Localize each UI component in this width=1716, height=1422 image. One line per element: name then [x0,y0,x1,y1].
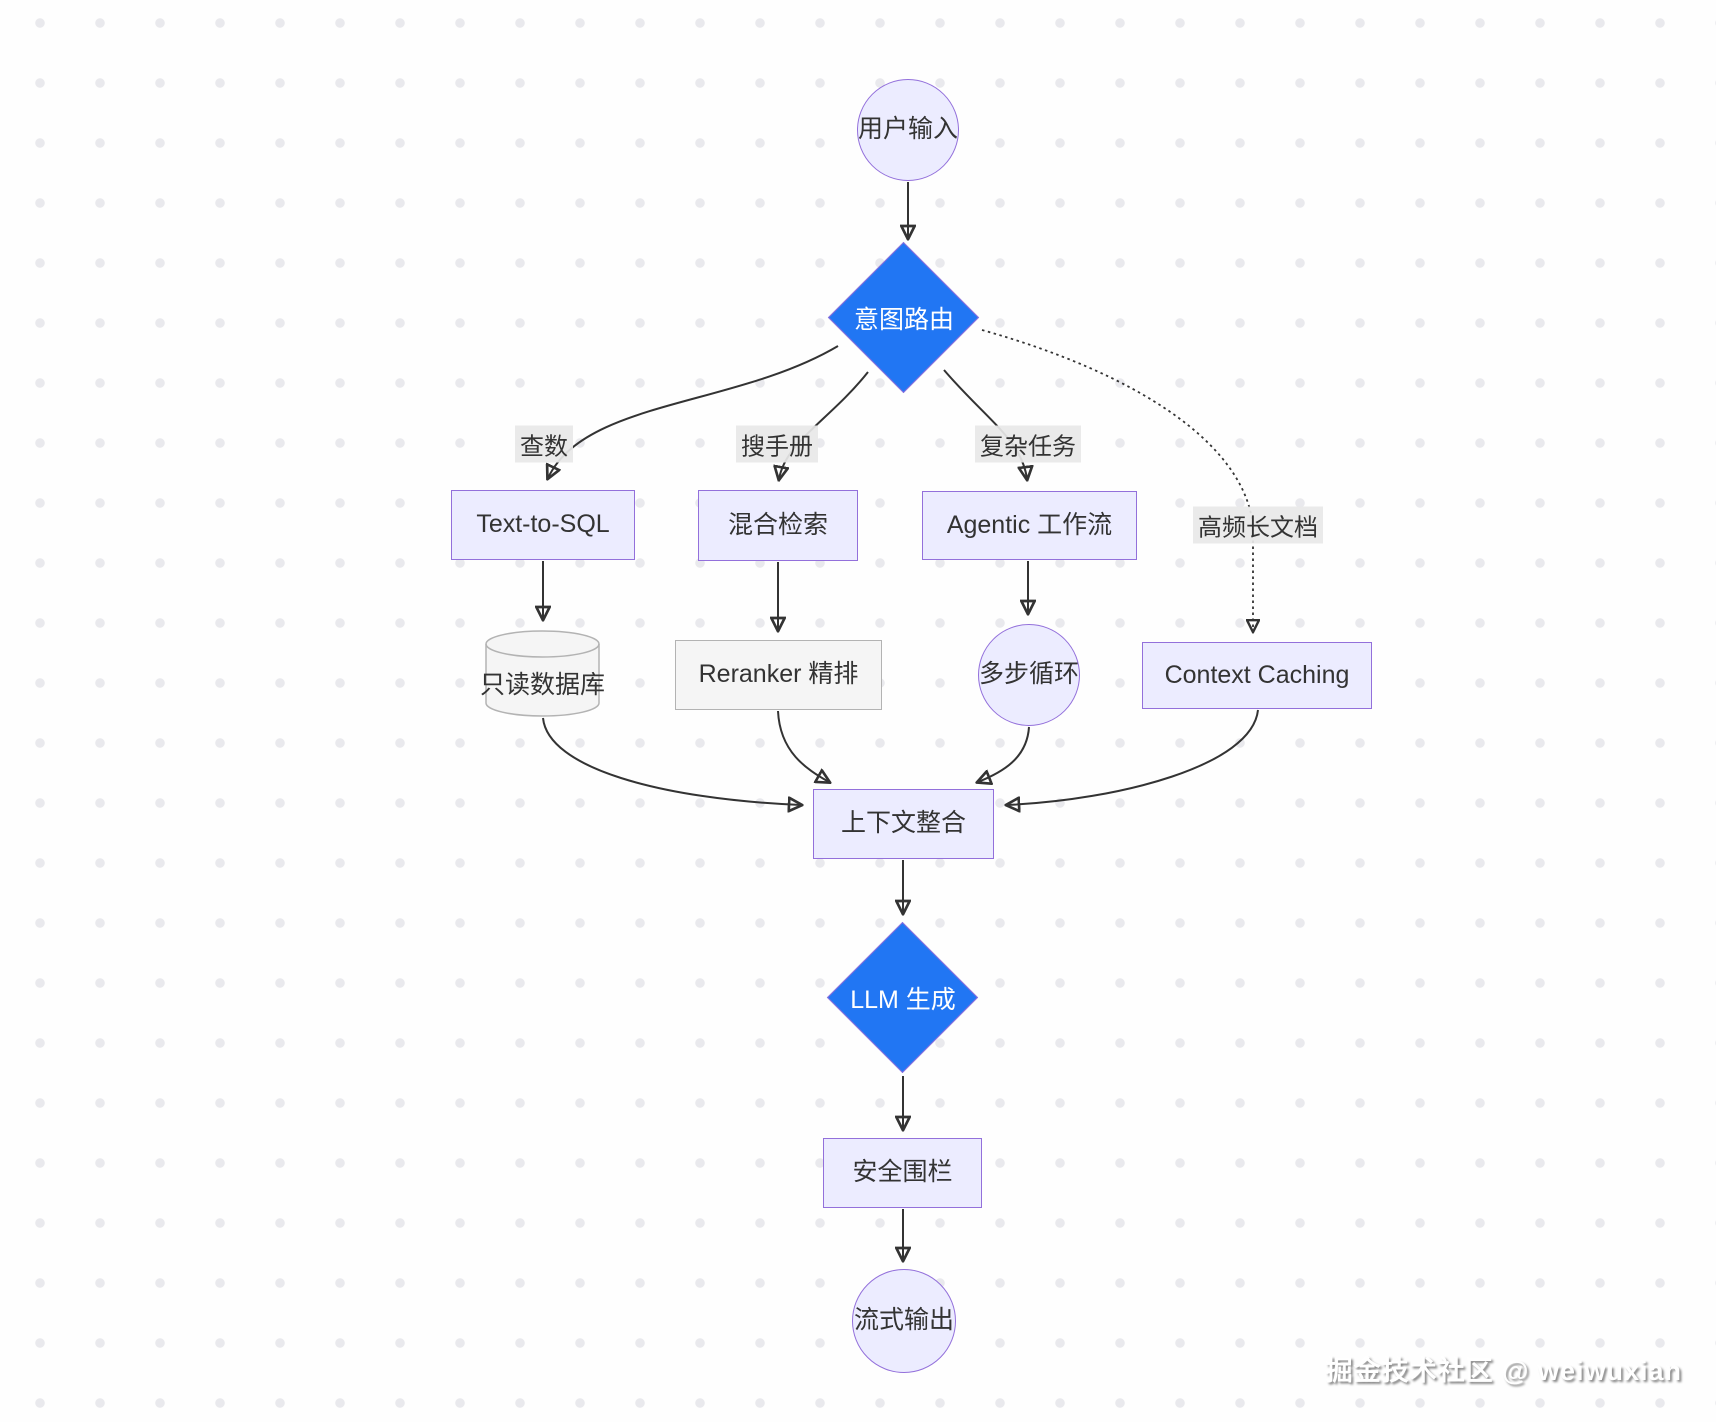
edge-reranker-to-merge [777,710,829,782]
node-readonly-db-label: 只读数据库 [480,670,606,699]
edge-label-search-manual: 搜手册 [736,425,818,463]
node-llm-generate-label: LLM 生成 [850,986,956,1014]
node-context-merge: 上下文整合 [813,789,994,859]
edge-intent-to-context-caching [981,329,1253,631]
node-intent-router-label: 意图路由 [853,306,954,334]
database-cylinder-icon [485,630,600,717]
node-readonly-db: 只读数据库 [480,630,605,717]
node-intent-router: 意图路由 [824,238,984,398]
node-context-caching-label: Context Caching [1164,660,1350,689]
node-agentic-workflow-label: Agentic 工作流 [946,510,1113,539]
node-context-caching: Context Caching [1142,642,1372,709]
edge-label-query-data: 查数 [515,425,573,463]
node-hybrid-retrieval-label: 混合检索 [727,510,828,539]
node-text-to-sql: Text-to-SQL [451,490,635,560]
node-guardrails: 安全围栏 [823,1138,982,1208]
edge-label-complex-task: 复杂任务 [975,425,1081,463]
edge-caching-to-merge [1007,709,1259,805]
watermark: 掘金技术社区 @ weiwuxian [1325,1356,1682,1386]
node-agentic-workflow: Agentic 工作流 [922,491,1137,560]
node-stream-output: 流式输出 [852,1269,956,1373]
node-user-input-label: 用户输入 [858,115,959,144]
node-multi-step-loop-label: 多步循环 [979,660,1080,689]
node-hybrid-retrieval: 混合检索 [698,490,858,561]
node-user-input: 用户输入 [857,79,959,181]
node-llm-generate: LLM 生成 [823,918,983,1078]
node-multi-step-loop: 多步循环 [978,624,1080,726]
edge-db-to-merge [542,717,801,805]
edge-loop-to-merge [978,726,1030,782]
node-text-to-sql-label: Text-to-SQL [476,510,610,539]
node-guardrails-label: 安全围栏 [852,1158,953,1187]
node-context-merge-label: 上下文整合 [840,809,966,838]
node-reranker-label: Reranker 精排 [698,660,859,689]
edge-label-high-freq-long-doc: 高频长文档 [1193,506,1323,544]
node-stream-output-label: 流式输出 [853,1306,954,1335]
node-reranker: Reranker 精排 [675,640,882,710]
